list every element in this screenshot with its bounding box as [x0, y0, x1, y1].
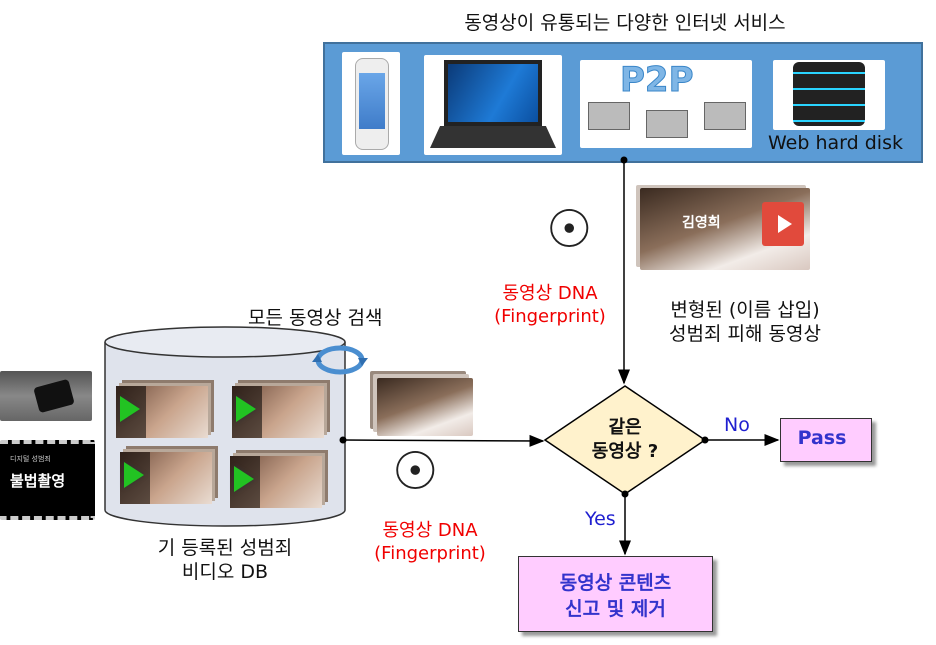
db-video-thumbnail	[120, 452, 212, 504]
modified-video-thumbnail: 김영희	[640, 188, 810, 270]
search-all-videos-label: 모든 동영상 검색	[248, 307, 383, 329]
smartphone-image	[342, 52, 400, 155]
report-remove-box: 동영상 콘텐츠 신고 및 제거	[518, 556, 713, 632]
decision-line-2: 동영상 ?	[591, 441, 659, 462]
db-video-thumbnail	[230, 456, 322, 508]
decision-line-1: 같은	[608, 417, 642, 438]
db-caption-2: 비디오 DB	[181, 561, 269, 583]
report-line-2: 신고 및 제거	[565, 598, 666, 620]
query-video-thumbnail	[377, 378, 473, 436]
pass-box: Pass	[780, 418, 872, 462]
db-video-thumbnail	[116, 386, 208, 438]
web-hard-disk-label: Web hard disk	[768, 132, 903, 154]
report-line-1: 동영상 콘텐츠	[559, 572, 672, 594]
fingerprint-bottom-label-2: (Fingerprint)	[374, 543, 486, 564]
web-hard-disk-image	[773, 60, 885, 130]
fingerprint-bottom-label-1: 동영상 DNA	[382, 520, 478, 541]
illegal-badge-big: 불법촬영	[10, 472, 66, 490]
db-video-thumbnail	[232, 386, 324, 438]
services-title: 동영상이 유통되는 다양한 인터넷 서비스	[464, 12, 786, 34]
p2p-label: P2P	[620, 60, 694, 101]
no-label: No	[724, 414, 750, 436]
illegal-badge-small: 디지털 성범죄	[10, 455, 51, 463]
yes-label: Yes	[585, 508, 616, 530]
modified-video-caption-1: 변형된 (이름 삽입)	[670, 299, 820, 321]
p2p-image: P2P	[580, 60, 752, 148]
laptop-image	[424, 55, 562, 155]
video-file-icon	[762, 202, 804, 246]
modified-video-caption-2: 성범죄 피해 동영상	[669, 323, 821, 345]
pass-label: Pass	[797, 427, 847, 449]
hidden-camera-photo	[0, 371, 92, 421]
fingerprint-icon: ☉	[546, 200, 593, 260]
db-caption-1: 기 등록된 성범죄	[157, 537, 293, 559]
fingerprint-top-label-2: (Fingerprint)	[494, 306, 606, 327]
overlay-name: 김영희	[682, 215, 721, 231]
fingerprint-top-label-1: 동영상 DNA	[502, 283, 598, 304]
illegal-filming-badge: 디지털 성범죄 불법촬영	[0, 440, 95, 520]
refresh-icon	[312, 345, 368, 375]
fingerprint-icon: ☉	[392, 442, 439, 502]
